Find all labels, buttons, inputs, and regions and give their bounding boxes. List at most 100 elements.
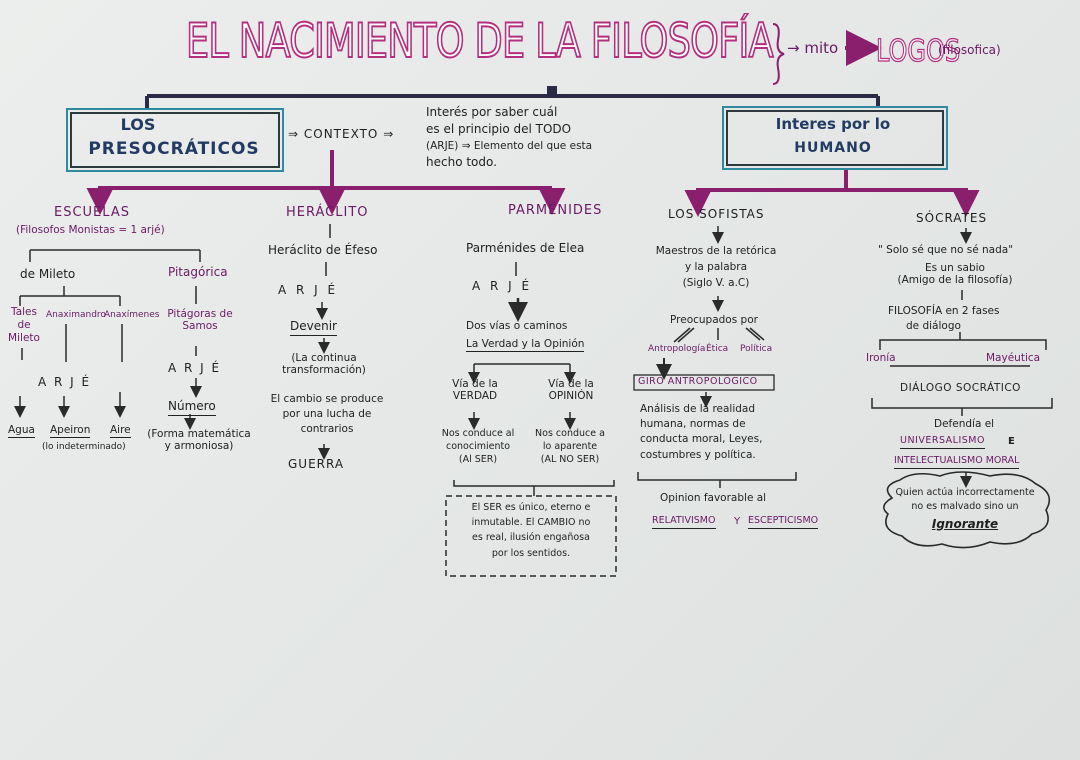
escuelas-title: ESCUELAS [54, 205, 130, 220]
fases-text: FILOSOFÍA en 2 fases de diálogo [888, 304, 999, 334]
universalismo-label: UNIVERSALISMO [900, 435, 985, 449]
via-verdad: Vía de la VERDAD [440, 378, 510, 402]
pitagoras-label: Pitágoras de Samos [160, 308, 240, 332]
conduce-ser-1: Nos conduce al [441, 428, 515, 439]
heraclito-title: HERÁCLITO [286, 205, 369, 220]
escuelas-sub: (Filosofos Monistas = 1 arjé) [16, 224, 165, 236]
arje-mileto: A R J É [38, 375, 92, 389]
ironia-label: Ironía [866, 352, 896, 364]
tema-politica: Política [740, 344, 773, 354]
pitagoras-line-2: Samos [182, 320, 218, 333]
numero-note-1: (Forma matemática [147, 428, 251, 440]
ser-box-line-4: por los sentidos. [491, 547, 571, 559]
sabio-line-2: (Amigo de la filosofía) [897, 274, 1013, 287]
dialogo-label: DIÁLOGO SOCRÁTICO [900, 382, 1021, 394]
vias-label: Dos vías o caminos [466, 320, 568, 332]
presocraticos-box [66, 108, 284, 172]
devenir-note-1: (La continua [291, 352, 357, 364]
sabio-text: Es un sabio (Amigo de la filosofía) [880, 262, 1030, 286]
maestros-line-3: (Siglo V. a.C) [682, 276, 750, 289]
verdad-opinion-label: La Verdad y la Opinión [466, 338, 585, 353]
ser-box-line-2: inmutable. El CAMBIO no [471, 517, 591, 529]
mileto-label: de Mileto [20, 267, 76, 281]
preocupados-label: Preocupados por [670, 314, 758, 326]
e-label: E [1008, 436, 1015, 447]
tema-etica: Ética [706, 344, 729, 354]
tema-antropologia: Antropología [648, 344, 706, 354]
devenir-label: Devenir [290, 319, 337, 336]
aire-label: Aire [110, 424, 131, 439]
ser-box-text: El SER es único, eterno e inmutable. El … [448, 500, 614, 561]
conduce-ser-3: (Al SER) [458, 453, 498, 465]
cambio-line-1: El cambio se produce [270, 393, 384, 405]
analisis-text: Análisis de la realidad humana, normas d… [640, 402, 762, 463]
via-opinion: Vía de la OPINIÓN [536, 378, 606, 402]
ignorante-cloud: Quien actúa incorrectamente no es malvad… [888, 486, 1042, 533]
analisis-line-1: Análisis de la realidad [640, 403, 756, 415]
parmenides-name: Parménides de Elea [466, 241, 585, 255]
maestros-text: Maestros de la retórica y la palabra (Si… [646, 244, 786, 291]
cloud-line-2: no es malvado sino un [911, 501, 1019, 513]
ser-box-line-1: El SER es único, eterno e [471, 502, 591, 513]
pitagorica-label: Pitagórica [168, 265, 228, 279]
agua-label: Agua [8, 424, 35, 439]
presocraticos-label-2: PRESOCRÁTICOS [88, 139, 260, 159]
contexto-label: ⇒ CONTEXTO ⇒ [288, 127, 395, 141]
apeiron-note: (lo indeterminado) [42, 442, 126, 452]
y-label: Y [734, 516, 741, 527]
maestros-line-1: Maestros de la retórica [655, 245, 777, 257]
devenir-note: (La continua transformación) [264, 352, 384, 376]
via-verdad-2: VERDAD [452, 390, 498, 403]
analisis-line-4: costumbres y política. [640, 448, 756, 461]
conduce-no-3: (AL NO SER) [540, 453, 600, 465]
numero-note: (Forma matemática y armoniosa) [144, 428, 254, 452]
conduce-ser-2: conocimiento [445, 440, 511, 452]
numero-note-2: y armoniosa) [164, 440, 234, 453]
contexto-line-2: es el principio del TODO [426, 122, 572, 136]
fases-line-1: FILOSOFÍA en 2 fases [888, 305, 1000, 317]
sabio-line-1: Es un sabio [924, 262, 985, 274]
analisis-line-3: conducta moral, Leyes, [640, 433, 763, 446]
anaximenes-label: Anaxímenes [104, 310, 160, 320]
socrates-title: SÓCRATES [916, 211, 988, 225]
apeiron-label: Apeiron [50, 424, 91, 439]
ser-box-line-3: es real, ilusión engañosa [472, 532, 590, 544]
parmenides-title: PARMÉNIDES [508, 203, 603, 218]
analisis-line-2: humana, normas de [640, 418, 746, 431]
devenir-note-2: transformación) [282, 364, 366, 377]
logos-label: LOGOS [875, 33, 961, 69]
opinion-label: Opinion favorable al [660, 492, 767, 504]
numero-label: Número [168, 399, 216, 416]
conduce-no-1: Nos conduce a [535, 428, 605, 439]
humano-box [722, 106, 948, 170]
anaximandro-label: Anaximandro [46, 310, 106, 320]
via-verdad-1: Vía de la [452, 378, 498, 390]
cambio-line-2: por una lucha de [282, 408, 372, 421]
via-opinion-1: Vía de la [548, 378, 594, 390]
heraclito-name: Heráclito de Éfeso [268, 243, 378, 257]
tales-line-3: Mileto [8, 332, 40, 345]
cambio-line-3: contrarios [300, 423, 354, 436]
cloud-line-1: Quien actúa incorrectamente [895, 487, 1035, 498]
humano-label-1: Interes por lo [775, 115, 891, 133]
contexto-text: CONTEXTO [303, 127, 379, 141]
intelectualismo-label: INTELECTUALISMO MORAL [894, 455, 1020, 469]
tales-label: Tales de Mileto [4, 306, 44, 345]
mito-label: → mito [787, 39, 839, 57]
guerra-label: GUERRA [288, 457, 345, 471]
contexto-line-1: Interés por saber cuál [426, 105, 558, 119]
parmenides-arje: A R J É [472, 279, 533, 293]
conduce-no-2: lo aparente [542, 440, 598, 452]
cloud-line-3: Ignorante [931, 516, 999, 531]
logos-note: (filosofica) [938, 43, 1001, 57]
via-opinion-2: OPINIÓN [548, 390, 594, 403]
escepticismo-label: ESCEPTICISMO [748, 515, 819, 529]
humano-label-2: HUMANO [794, 140, 872, 156]
socrates-quote: " Solo sé que no sé nada" [878, 244, 1014, 256]
arje-pitagorica: A R J É [168, 361, 222, 375]
tales-line-1: Tales [11, 306, 37, 318]
giro-label: GIRO ANTROPOLÓGICO [638, 376, 758, 387]
mayeutica-label: Mayéutica [986, 352, 1041, 364]
tales-line-2: de [17, 319, 31, 332]
